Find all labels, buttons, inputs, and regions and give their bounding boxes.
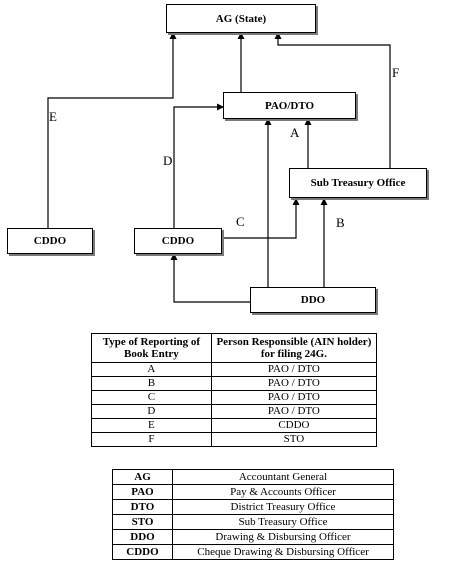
edge-label-e: E: [49, 109, 57, 124]
node-ag-state: AG (State): [166, 4, 316, 33]
meaning-cell: Pay & Accounts Officer: [172, 484, 394, 500]
reporting-person-cell: PAO / DTO: [210, 362, 378, 377]
edge-ddo-to-cddo-line: [170, 253, 250, 303]
edge-label-d: D: [163, 153, 173, 168]
edge-e-line: [47, 32, 177, 228]
table-row: STO Sub Treasury Office: [112, 514, 394, 530]
abbreviation-cell: PAO: [112, 484, 173, 500]
table-row: A PAO / DTO: [91, 362, 378, 377]
node-cddo-left: CDDO: [7, 228, 93, 254]
edge-c-line: [222, 198, 300, 239]
node-ddo: DDO: [250, 287, 376, 313]
node-pao-dto: PAO/DTO: [223, 92, 356, 119]
edge-label-a: A: [290, 125, 300, 140]
reporting-person-cell: CDDO: [210, 418, 378, 433]
table-row: DDO Drawing & Disbursing Officer: [112, 529, 394, 545]
diagram-connectors: [47, 32, 391, 303]
edge-d-line: [173, 103, 224, 228]
node-sub-treasury-office: Sub Treasury Office: [289, 168, 427, 198]
meaning-cell: Sub Treasury Office: [172, 514, 394, 530]
table-row: CDDO Cheque Drawing & Disbursing Officer: [112, 544, 394, 560]
abbreviation-cell: AG: [112, 469, 173, 485]
edge-label-c: C: [236, 214, 245, 229]
meaning-cell: Cheque Drawing & Disbursing Officer: [172, 544, 394, 560]
table-row: B PAO / DTO: [91, 376, 378, 391]
table-row: E CDDO: [91, 418, 378, 433]
edge-label-b: B: [336, 215, 345, 230]
table-row: AG Accountant General: [112, 469, 394, 485]
meaning-cell: Drawing & Disbursing Officer: [172, 529, 394, 545]
reporting-person-cell: PAO / DTO: [210, 390, 378, 405]
reporting-person-cell: PAO / DTO: [210, 376, 378, 391]
table-row: C PAO / DTO: [91, 390, 378, 405]
table-row: D PAO / DTO: [91, 404, 378, 419]
reporting-person-cell: STO: [210, 432, 378, 447]
meaning-cell: Accountant General: [172, 469, 394, 485]
abbreviation-cell: DDO: [112, 529, 173, 545]
table-row: DTO District Treasury Office: [112, 499, 394, 515]
reporting-type-cell: B: [91, 376, 212, 391]
reporting-type-cell: A: [91, 362, 212, 377]
edge-label-f: F: [392, 65, 400, 80]
table-row: PAO Pay & Accounts Officer: [112, 484, 394, 500]
abbreviation-table: AG Accountant General PAO Pay & Accounts…: [112, 469, 394, 560]
reporting-table: Type of Reporting of Book Entry Person R…: [91, 333, 378, 447]
reporting-type-cell: E: [91, 418, 212, 433]
table-row: F STO: [91, 432, 378, 447]
abbreviation-cell: CDDO: [112, 544, 173, 560]
reporting-table-header-person: Person Responsible (AIN holder) for fili…: [210, 333, 378, 363]
reporting-table-header-type: Type of Reporting of Book Entry: [91, 333, 212, 363]
reporting-person-cell: PAO / DTO: [210, 404, 378, 419]
edge-f-line: [274, 32, 391, 168]
abbreviation-cell: STO: [112, 514, 173, 530]
meaning-cell: District Treasury Office: [172, 499, 394, 515]
abbreviation-cell: DTO: [112, 499, 173, 515]
reporting-type-cell: F: [91, 432, 212, 447]
reporting-type-cell: D: [91, 404, 212, 419]
node-cddo-mid: CDDO: [134, 228, 222, 254]
reporting-type-cell: C: [91, 390, 212, 405]
